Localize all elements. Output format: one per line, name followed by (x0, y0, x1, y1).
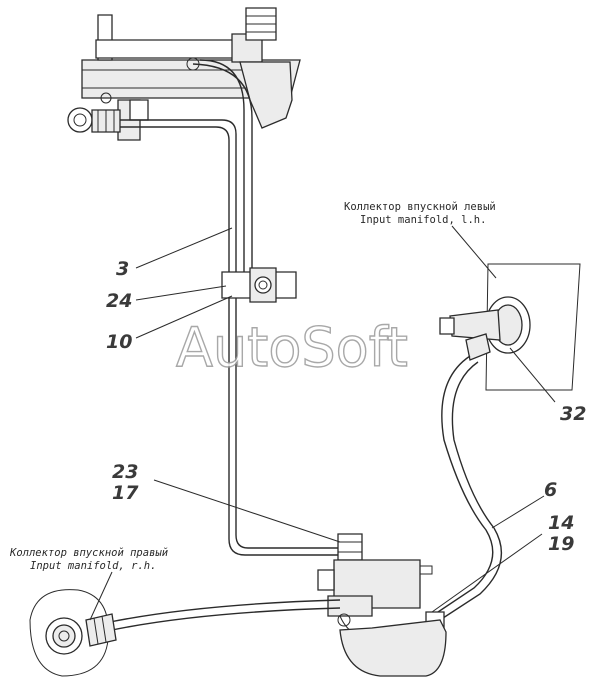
watermark: AutoSoft (176, 316, 408, 379)
top-bracket-assembly (67, 7, 301, 141)
bottom-valve-assembly (317, 533, 447, 677)
callout-19: 19 (548, 533, 574, 555)
right-manifold-fitting (29, 589, 117, 677)
callout-24: 24 (106, 290, 132, 312)
leader-lines (89, 225, 556, 621)
callout-23: 23 (112, 461, 138, 483)
callout-10: 10 (106, 331, 132, 353)
left-manifold-label-ru: Коллектор впускной левый (344, 201, 496, 213)
pipe-clamp (221, 267, 297, 303)
right-manifold-label-en: Input manifold, r.h. (30, 560, 156, 572)
pipe-6 (431, 355, 503, 621)
left-manifold-label-en: Input manifold, l.h. (360, 214, 486, 226)
callout-6: 6 (544, 479, 557, 501)
callout-17: 17 (112, 482, 139, 504)
callout-14: 14 (548, 512, 574, 534)
right-manifold-label-ru: Коллектор впускной правый (9, 547, 168, 559)
callout-32: 32 (560, 403, 586, 425)
callout-3: 3 (116, 258, 129, 280)
pipe-3 (120, 59, 340, 556)
left-manifold-fitting (439, 263, 581, 391)
pipe-bottom (109, 599, 341, 631)
